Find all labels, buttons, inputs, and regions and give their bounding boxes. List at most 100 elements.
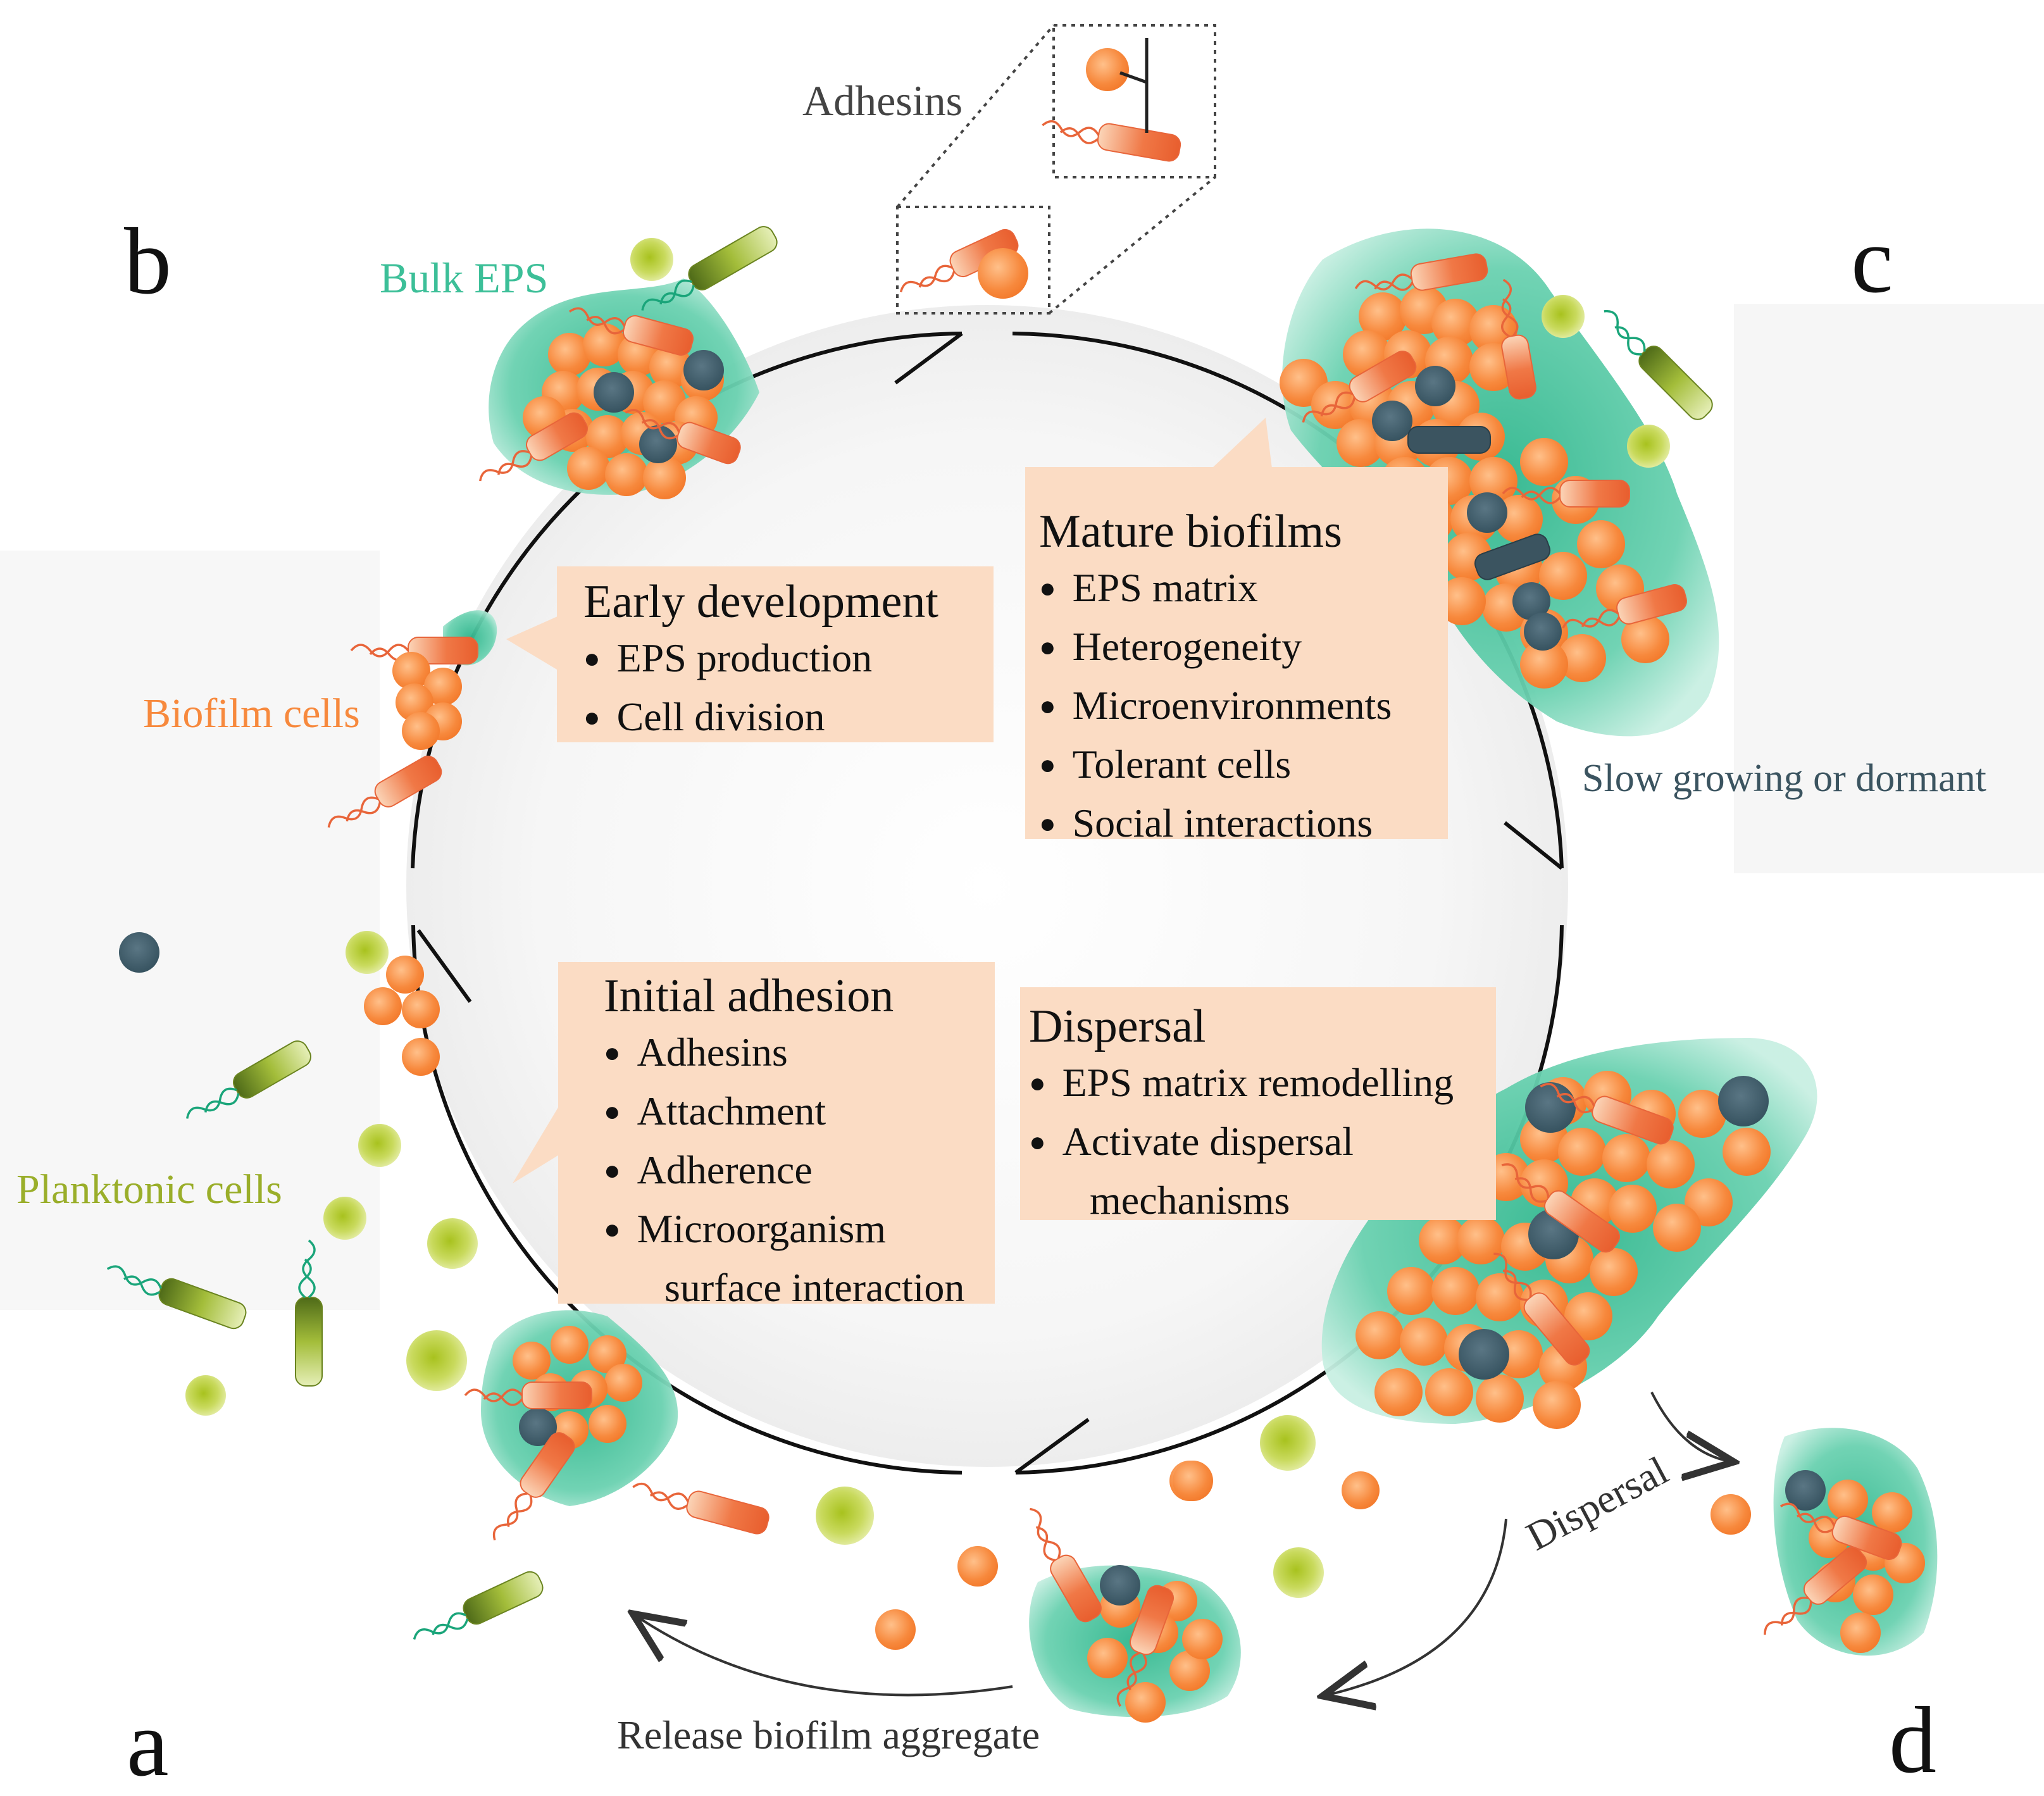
background-shade-right (1734, 304, 2044, 873)
initial-item-continuation: surface interaction (664, 1264, 965, 1310)
adhesin-stalk (1119, 38, 1149, 133)
biofilm-cell (424, 668, 462, 706)
dispersal-title: Dispersal (1029, 1001, 1206, 1052)
initial-item: Attachment (604, 1084, 995, 1143)
biofilm-cell (978, 248, 1028, 299)
dispersal-item-continuation: mechanisms (1090, 1177, 1290, 1223)
dormant-cell (1415, 366, 1455, 406)
initial-adhesion-title: Initial adhesion (604, 970, 894, 1022)
dispersal-arrow (1650, 1392, 1734, 1462)
planktonic-cell (323, 1197, 366, 1240)
biofilm-cell (1125, 1682, 1166, 1723)
biofilm-cell (1520, 438, 1568, 486)
inset-large-box (1052, 24, 1216, 178)
biofilm-cell (1173, 1461, 1213, 1501)
mature-biofilms-title: Mature biofilms (1039, 506, 1342, 558)
biofilm-cell (1872, 1492, 1912, 1533)
biofilm-rod (1501, 1163, 1621, 1253)
biofilm-cell (402, 1038, 440, 1076)
biofilm-rod (1042, 120, 1181, 162)
planktonic-cell (346, 931, 389, 974)
biofilm-cell (364, 987, 402, 1025)
biofilm-cell (1337, 419, 1385, 467)
planktonic-cell (1542, 295, 1585, 338)
biofilm-cell (1400, 1318, 1448, 1366)
biofilm-cell (1678, 1090, 1726, 1138)
biofilm-cell (875, 1609, 916, 1650)
panel-letter-c: c (1851, 208, 1893, 313)
biofilm-cell (1342, 1471, 1380, 1509)
biofilm-rod (479, 412, 588, 482)
biofilm-cell (1533, 1381, 1581, 1429)
arrowhead-right (1504, 821, 1563, 870)
bubble-tail-early (506, 614, 570, 677)
planktonic-rod (413, 1571, 544, 1640)
arrowhead-bottom (1014, 1418, 1090, 1475)
bubble-tail-mature (1212, 418, 1272, 468)
biofilm-rod (568, 307, 694, 356)
planktonic-rod (295, 1239, 323, 1387)
early-item: Cell division (583, 690, 994, 749)
slow-growing-label: Slow growing or dormant (1582, 757, 1986, 800)
biofilm-cell (1609, 1185, 1657, 1233)
planktonic-cells-label: Planktonic cells (16, 1166, 282, 1213)
biofilm-cell (1086, 48, 1129, 91)
biofilm-rod (1540, 1083, 1674, 1145)
process-arrows (633, 1392, 1734, 1696)
adhesins-label: Adhesins (802, 77, 963, 125)
biofilm-cell (1476, 1375, 1524, 1423)
biofilm-cell (1419, 1216, 1467, 1264)
biofilm-cell (513, 1342, 551, 1380)
arrowhead-left (416, 929, 472, 1003)
biofilm-cell (1425, 1368, 1473, 1416)
early-development-box: Early development EPS production Cell di… (557, 566, 994, 742)
biofilm-cell (1469, 457, 1517, 505)
initial-adhesion-list: Adhesins Attachment Adherence Microorgan… (604, 1025, 995, 1319)
biofilm-cell (1539, 552, 1587, 600)
dormant-cell (1459, 1329, 1509, 1380)
mature-item: EPS matrix (1039, 561, 1448, 620)
biofilm-rod (1354, 253, 1488, 291)
release-arrow (633, 1614, 1013, 1697)
biofilm-rod (1030, 1507, 1102, 1623)
planktonic-rod (106, 1265, 247, 1330)
biofilm-cell (1590, 1248, 1638, 1296)
dispersal-box: Dispersal EPS matrix remodelling Activat… (1020, 987, 1496, 1223)
biofilm-cell (402, 712, 440, 750)
biofilm-cell (605, 453, 648, 496)
dormant-cell (1785, 1470, 1826, 1511)
biofilm-rod (1562, 584, 1687, 629)
panel-letter-d: d (1889, 1688, 1936, 1793)
planktonic-rod (641, 226, 778, 311)
cell-layer (106, 48, 1938, 1723)
dormant-cell (683, 350, 724, 390)
biofilm-cell (1828, 1480, 1868, 1520)
biofilm-cell (1374, 1368, 1423, 1416)
initial-item: Adherence (604, 1143, 995, 1202)
planktonic-cell (1273, 1547, 1324, 1598)
biofilm-rod (1502, 480, 1630, 508)
biofilm-cell (1577, 520, 1625, 568)
biofilm-cell (1558, 634, 1606, 682)
biofilm-rod (350, 637, 478, 664)
planktonic-cell (406, 1330, 467, 1391)
inset-small-box (896, 206, 1050, 315)
mature-biofilms-list: EPS matrix Heterogeneity Microenvironmen… (1039, 561, 1448, 855)
biofilm-cell (1853, 1575, 1893, 1615)
dormant-cell (1525, 1082, 1576, 1133)
initial-item: Microorganism (604, 1202, 995, 1261)
biofilm-cell (1457, 1216, 1505, 1264)
planktonic-cell (185, 1375, 226, 1416)
planktonic-cell (816, 1487, 874, 1545)
dormant-cell (1512, 582, 1550, 620)
release-aggregate-label: Release biofilm aggregate (617, 1712, 1040, 1757)
planktonic-cell (358, 1124, 401, 1167)
panel-letter-b: b (124, 209, 171, 314)
biofilm-cell (1355, 1311, 1404, 1359)
dispersal-item: Activate dispersal (1029, 1114, 1496, 1173)
dormant-cell (1524, 613, 1562, 651)
dormant-cell (639, 425, 677, 463)
mature-item: Microenvironments (1039, 678, 1448, 737)
biofilm-cell (1495, 1330, 1543, 1378)
